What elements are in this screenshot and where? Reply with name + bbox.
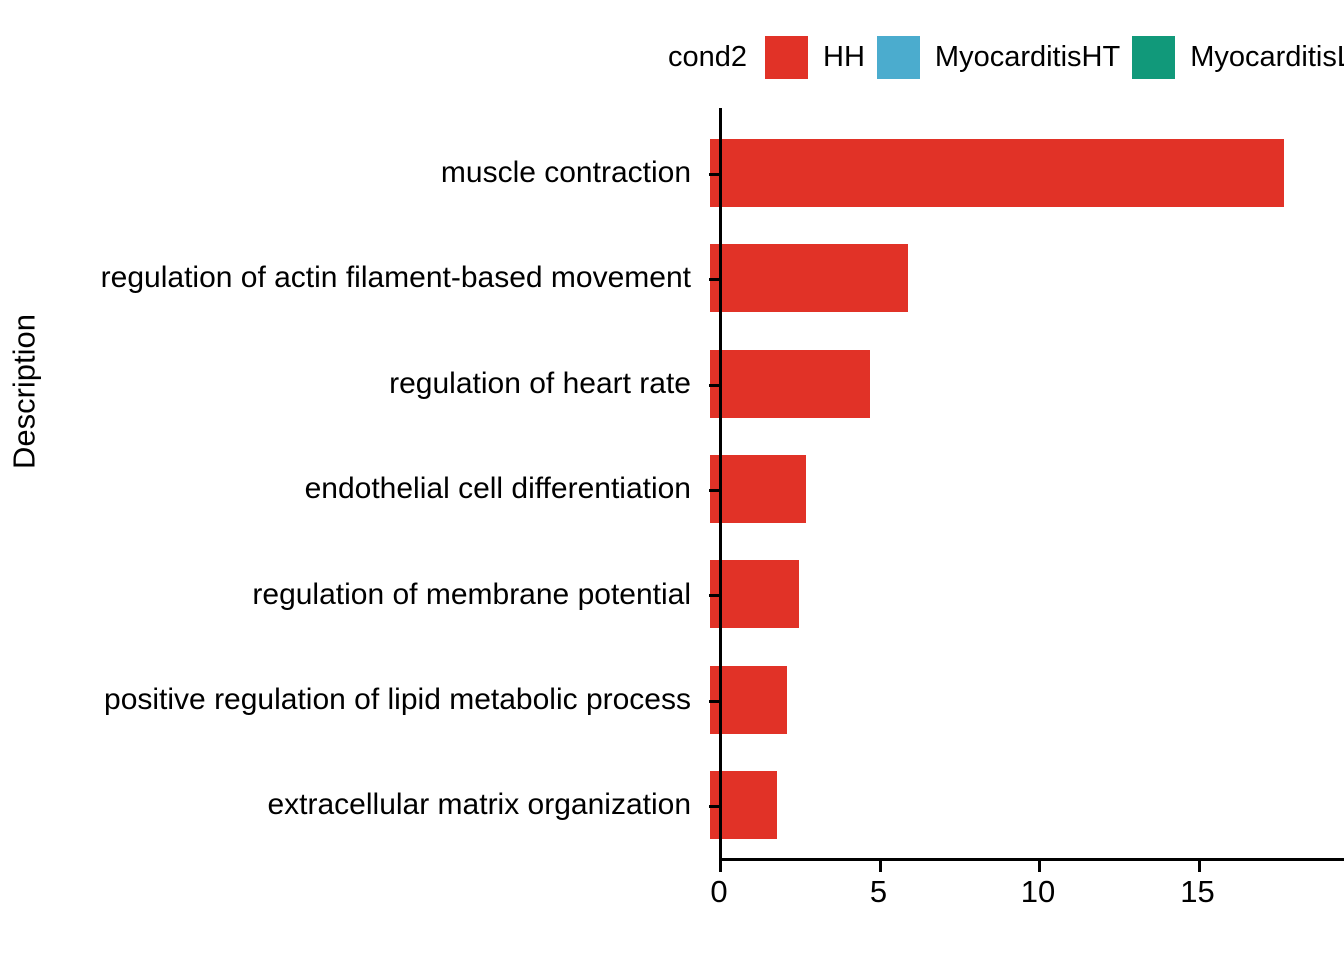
category-label: regulation of heart rate: [389, 366, 691, 400]
bar-track: [705, 225, 1344, 330]
x-axis-tick: [1038, 861, 1041, 872]
bar-endothelial-cell-differentiation[interactable]: [710, 454, 806, 523]
legend-label-myocarditislt: MyocarditisLT: [1190, 40, 1344, 73]
bar-regulation-of-actin-filament-based-movement[interactable]: [710, 244, 908, 313]
plot-panel: muscle contraction regulation of actin f…: [50, 108, 1344, 907]
y-axis-title: Description: [6, 313, 42, 470]
legend-swatch-myocarditisht: [876, 35, 920, 79]
bar-track: [705, 542, 1344, 647]
y-axis-tick: [709, 172, 720, 176]
x-axis-line: [719, 858, 1344, 861]
bar-track: [705, 120, 1344, 225]
legend-swatch-hh: [765, 35, 809, 79]
x-axis-tick: [1197, 861, 1201, 872]
category-label: regulation of membrane potential: [252, 577, 691, 611]
legend-title: cond2: [668, 40, 748, 73]
bar-row[interactable]: regulation of membrane potential: [50, 542, 1344, 647]
y-axis-tick: [709, 699, 720, 703]
x-axis-tick-label: 10: [1020, 874, 1056, 909]
bar-track: [705, 331, 1344, 436]
bar-track: [705, 436, 1344, 541]
category-label: regulation of actin filament-based movem…: [100, 261, 691, 295]
bar-rows: muscle contraction regulation of actin f…: [50, 120, 1344, 858]
category-label: extracellular matrix organization: [267, 788, 691, 822]
x-axis-tick: [719, 861, 722, 872]
plot-area: Description muscle contraction regulatio…: [0, 108, 1344, 907]
legend-key-myocarditisht[interactable]: MyocarditisHT: [876, 35, 1121, 79]
x-axis-tick-label: 0: [710, 874, 728, 909]
bar-muscle-contraction[interactable]: [710, 138, 1285, 207]
x-axis-tick-label: 5: [869, 874, 888, 909]
bar-regulation-of-membrane-potential[interactable]: [710, 560, 800, 629]
bar-regulation-of-heart-rate[interactable]: [710, 349, 870, 418]
bar-positive-regulation-of-lipid-metabolic-process[interactable]: [710, 665, 787, 734]
bar-row[interactable]: positive regulation of lipid metabolic p…: [50, 647, 1344, 752]
legend-label-hh: HH: [823, 40, 865, 73]
x-axis-tick: [878, 861, 882, 872]
y-axis-tick: [709, 489, 720, 492]
bar-track: [705, 753, 1344, 858]
bar-row[interactable]: regulation of actin filament-based movem…: [50, 225, 1344, 330]
y-axis-tick: [709, 594, 720, 598]
y-axis-tick: [709, 278, 720, 282]
bar-row[interactable]: endothelial cell differentiation: [50, 436, 1344, 541]
bar-row[interactable]: regulation of heart rate: [50, 331, 1344, 436]
legend-key-hh[interactable]: HH: [765, 35, 865, 79]
bar-row[interactable]: muscle contraction: [50, 120, 1344, 225]
y-axis-line: [719, 108, 722, 858]
legend: cond2 HH MyocarditisHT MyocarditisLT: [0, 22, 1344, 92]
x-axis-tick-label: 15: [1180, 874, 1215, 909]
y-axis-tick: [709, 805, 720, 809]
bar-row[interactable]: extracellular matrix organization: [50, 753, 1344, 858]
bar-track: [705, 647, 1344, 752]
legend-swatch-myocarditislt: [1132, 35, 1176, 79]
legend-label-myocarditisht: MyocarditisHT: [934, 40, 1121, 73]
category-label: positive regulation of lipid metabolic p…: [104, 683, 691, 717]
category-label: endothelial cell differentiation: [304, 472, 691, 506]
y-axis-tick: [709, 383, 720, 387]
legend-key-myocarditislt[interactable]: MyocarditisLT: [1132, 35, 1344, 79]
category-label: muscle contraction: [440, 155, 691, 189]
